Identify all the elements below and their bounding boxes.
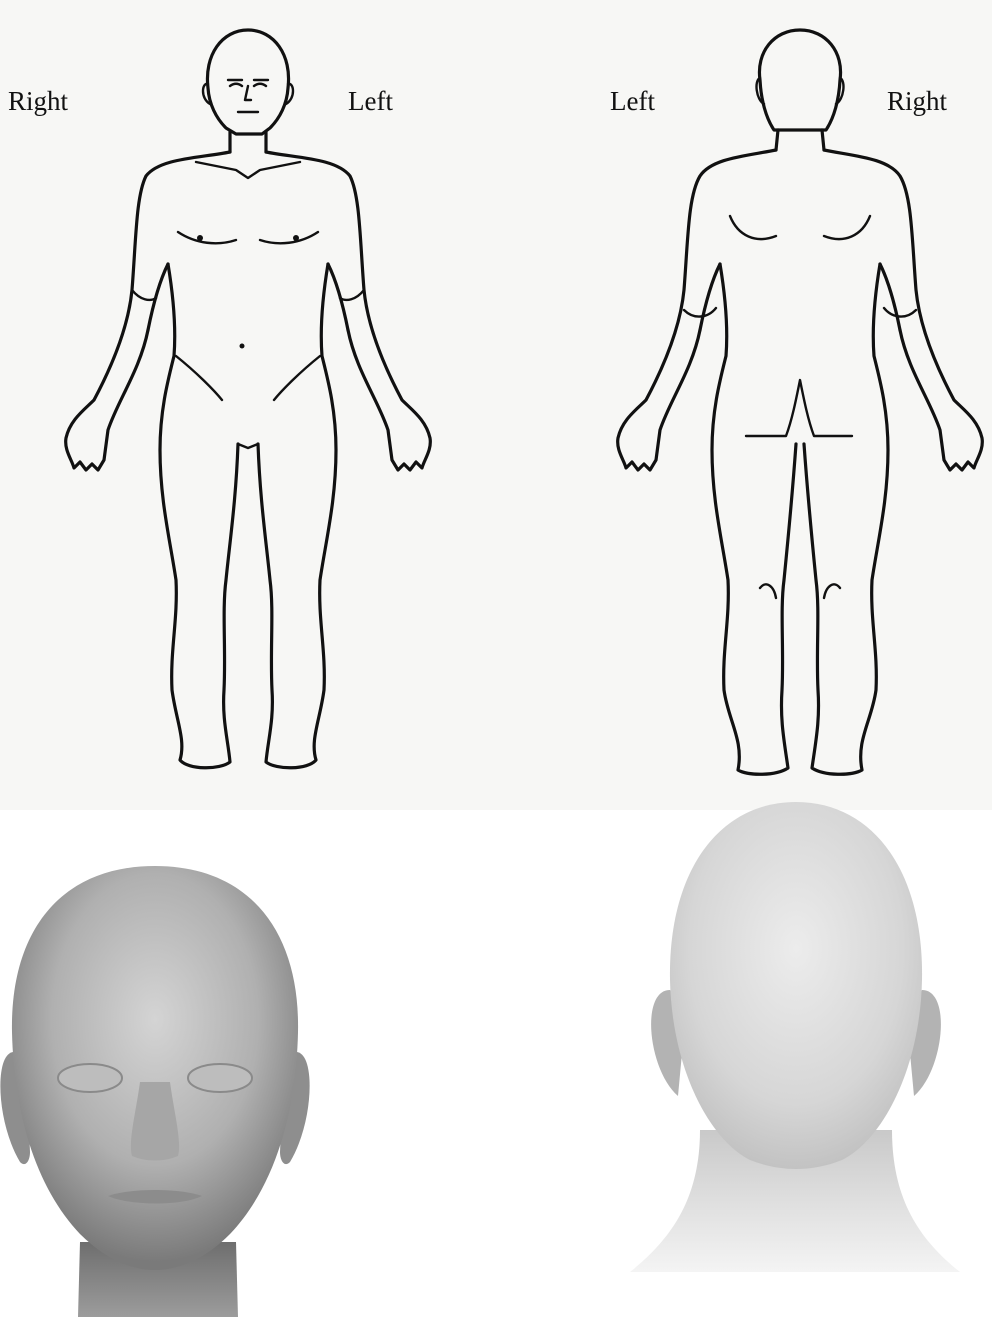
back-body-outline	[0, 0, 992, 810]
front-head-render	[0, 862, 310, 1317]
back-head-render	[630, 800, 990, 1290]
